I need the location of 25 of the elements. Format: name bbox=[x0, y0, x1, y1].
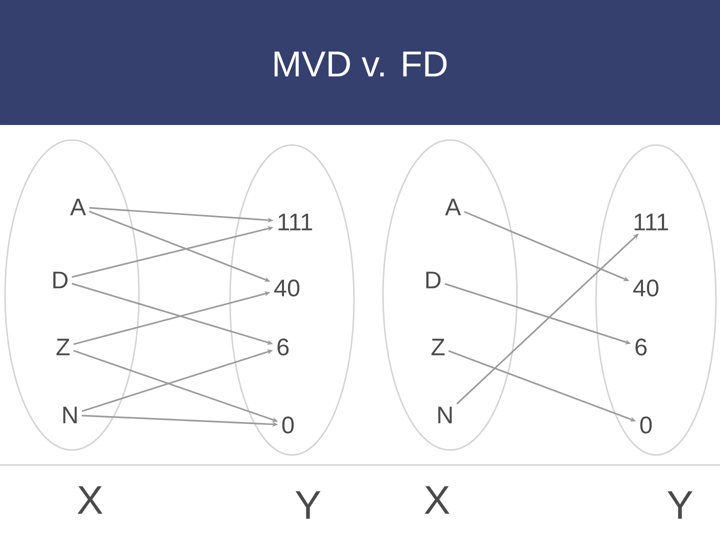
set-label: X bbox=[78, 486, 102, 514]
set-element: 6 bbox=[636, 338, 647, 356]
set-label: X bbox=[424, 486, 450, 514]
set-ellipse bbox=[229, 144, 355, 456]
set-element: N bbox=[63, 406, 77, 424]
set-element: 0 bbox=[282, 416, 294, 434]
set-element: N bbox=[438, 406, 452, 424]
set-element: D bbox=[426, 272, 441, 288]
set-element: 111 bbox=[634, 214, 668, 230]
set-ellipse bbox=[382, 139, 518, 451]
set-element: 40 bbox=[274, 280, 300, 296]
set-ellipse bbox=[4, 139, 140, 451]
set-element: 40 bbox=[633, 280, 658, 296]
set-element: A bbox=[445, 198, 461, 216]
set-ellipse bbox=[595, 144, 717, 456]
set-element: Z bbox=[56, 338, 70, 356]
set-label: Y bbox=[668, 491, 692, 519]
set-element: D bbox=[53, 272, 68, 288]
title: MVD v. FD bbox=[274, 52, 447, 76]
set-element: 6 bbox=[278, 338, 289, 356]
set-element: 0 bbox=[640, 416, 652, 434]
set-element: 111 bbox=[278, 214, 312, 230]
set-element: Z bbox=[431, 338, 445, 356]
set-element: A bbox=[70, 198, 86, 216]
set-label: Y bbox=[296, 491, 320, 519]
